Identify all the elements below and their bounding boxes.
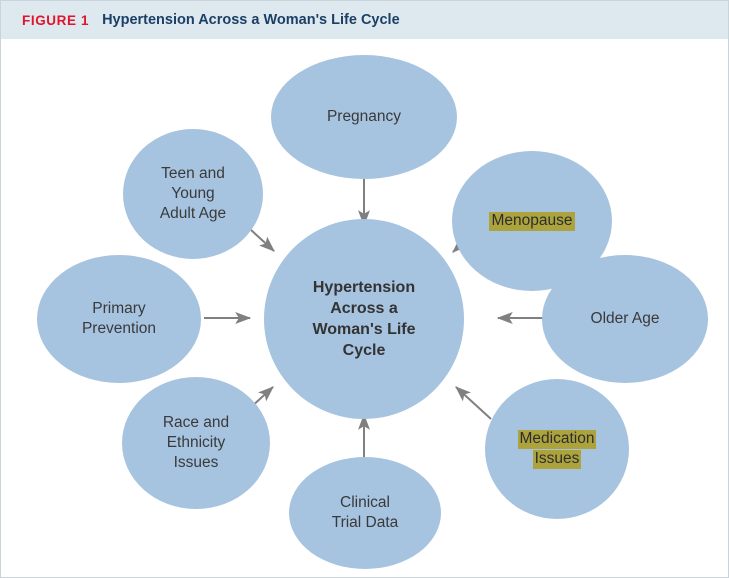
arrow-medication-issues-to-center <box>455 386 492 420</box>
figure-number-label: FIGURE 1 <box>22 12 90 28</box>
node-center-label: Hypertension Across a Woman's Life Cycle <box>312 278 416 360</box>
node-pregnancy-label: Pregnancy <box>326 107 402 125</box>
node-center-hypertension[interactable]: Hypertension Across a Woman's Life Cycle <box>264 219 464 419</box>
node-pregnancy[interactable]: Pregnancy <box>271 55 457 179</box>
node-older-age[interactable]: Older Age <box>542 255 708 383</box>
figure-title: Hypertension Across a Woman's Life Cycle <box>102 12 400 28</box>
node-race-ethnicity-label: Race and Ethnicity Issues <box>162 413 230 472</box>
diagram-canvas: Hypertension Across a Woman's Life Cycle… <box>1 39 728 577</box>
node-race-ethnicity[interactable]: Race and Ethnicity Issues <box>122 377 270 509</box>
node-clinical-trial-data-label: Clinical Trial Data <box>331 493 399 531</box>
node-teen-young-adult[interactable]: Teen and Young Adult Age <box>123 129 263 259</box>
node-menopause[interactable]: Menopause <box>452 151 612 291</box>
node-primary-prevention[interactable]: Primary Prevention <box>37 255 201 383</box>
node-teen-young-adult-label: Teen and Young Adult Age <box>159 164 227 223</box>
node-menopause-label: Menopause <box>489 211 575 231</box>
figure-header: FIGURE 1 Hypertension Across a Woman's L… <box>1 1 728 39</box>
node-older-age-label: Older Age <box>590 309 660 327</box>
node-primary-prevention-label: Primary Prevention <box>81 299 157 337</box>
node-clinical-trial-data[interactable]: Clinical Trial Data <box>289 457 441 569</box>
